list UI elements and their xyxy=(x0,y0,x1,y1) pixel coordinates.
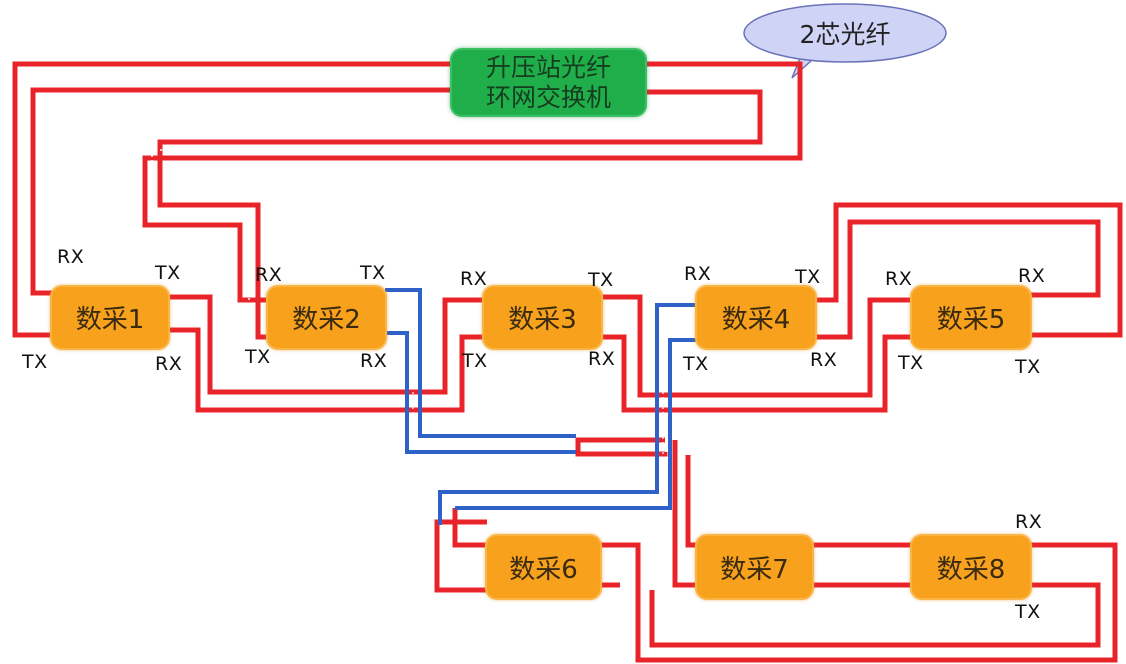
port-label-n5-tx: TX xyxy=(898,352,924,374)
fiber-switch-to-n1-outer xyxy=(12,61,452,338)
node-2: 数采2 xyxy=(268,287,385,348)
node-1-label: 数采1 xyxy=(75,305,145,335)
node-8-label: 数采8 xyxy=(936,554,1006,585)
ring-network-switch: 升压站光纤 环网交换机 xyxy=(452,50,645,115)
fiber-core-dots xyxy=(23,76,781,318)
fiber-switch-to-n1-inner xyxy=(30,87,452,296)
blue-fiber-dots xyxy=(412,312,664,501)
port-label-n4-rx-bottom: RX xyxy=(810,349,838,371)
switch-label-line1: 升压站光纤 xyxy=(485,52,611,82)
fiber-n2-to-n7-a xyxy=(385,288,576,438)
node-8: 数采8 xyxy=(912,536,1030,598)
port-label-n2-rx-bottom: RX xyxy=(360,350,388,372)
node-3: 数采3 xyxy=(484,287,601,348)
port-label-n3-tx-top: TX xyxy=(588,269,614,291)
node-5: 数采5 xyxy=(912,287,1030,348)
port-label-n8-tx: TX xyxy=(1015,601,1041,623)
port-label-n2-rx: RX xyxy=(255,264,283,286)
port-label-n8-rx: RX xyxy=(1015,511,1043,533)
node-6: 数采6 xyxy=(487,536,600,598)
port-label-n1-tx: TX xyxy=(22,351,48,373)
callout-label: 2芯光纤 xyxy=(746,6,944,60)
fiber-n3-to-n5-a xyxy=(601,294,912,398)
node-4: 数采4 xyxy=(697,287,815,348)
fiber-n7-left-a xyxy=(672,440,697,588)
fiber-n4-to-n6-b xyxy=(455,338,697,510)
blue-fiber-lines xyxy=(385,288,697,525)
fiber-n2-to-n7-b xyxy=(385,331,576,454)
port-label-n4-tx: TX xyxy=(683,353,709,375)
port-label-n1-rx: RX xyxy=(57,246,85,268)
node-7: 数采7 xyxy=(697,536,812,598)
fiber-to-n6-a xyxy=(575,437,668,457)
fiber-n1-to-n3-b xyxy=(168,327,484,413)
port-label-n4-rx: RX xyxy=(684,263,712,285)
fiber-n3-to-n5-b xyxy=(601,334,912,413)
node-4-label: 数采4 xyxy=(721,305,791,335)
port-label-n2-tx-top: TX xyxy=(360,262,386,284)
port-label-n5-rx: RX xyxy=(885,268,913,290)
node-7-label: 数采7 xyxy=(720,554,789,585)
port-label-n4-tx-top: TX xyxy=(795,266,821,288)
port-label-n1-rx-bottom: RX xyxy=(155,353,183,375)
port-label-n2-tx: TX xyxy=(245,346,271,368)
fiber-n8-bottom xyxy=(649,582,1101,648)
port-label-n3-rx: RX xyxy=(460,268,488,290)
switch-label-line2: 环网交换机 xyxy=(485,82,611,112)
node-5-label: 数采5 xyxy=(936,305,1006,335)
red-fiber-lines xyxy=(12,61,1123,663)
node-1: 数采1 xyxy=(52,287,168,348)
fiber-switch-right-outer xyxy=(142,61,803,303)
node-3-label: 数采3 xyxy=(508,305,577,335)
fiber-n4-to-n5-inner xyxy=(815,219,1101,340)
fiber-switch-right-inner xyxy=(157,89,763,340)
port-label-n5-rx-right: RX xyxy=(1018,265,1046,287)
fiber-n4-to-n6-a xyxy=(438,303,697,525)
fiber-n1-to-n3-a xyxy=(168,294,484,395)
port-label-n1-tx-top: TX xyxy=(155,262,181,284)
fiber-n7-left-b xyxy=(685,455,697,548)
port-label-n3-tx: TX xyxy=(462,350,488,372)
node-2-label: 数采2 xyxy=(292,305,361,335)
fiber-n6-inner xyxy=(452,508,487,548)
fiber-n4-to-n5-outer xyxy=(815,202,1123,338)
node-6-label: 数采6 xyxy=(509,554,578,585)
port-label-n5-tx-right: TX xyxy=(1015,356,1041,378)
port-label-n3-rx-bottom: RX xyxy=(588,348,616,370)
fiber-n6-to-n8-a xyxy=(600,542,1118,663)
callout-text: 2芯光纤 xyxy=(799,20,891,49)
callout-bubble-ellipse xyxy=(743,3,947,63)
fiber-n6-outer xyxy=(434,519,487,593)
